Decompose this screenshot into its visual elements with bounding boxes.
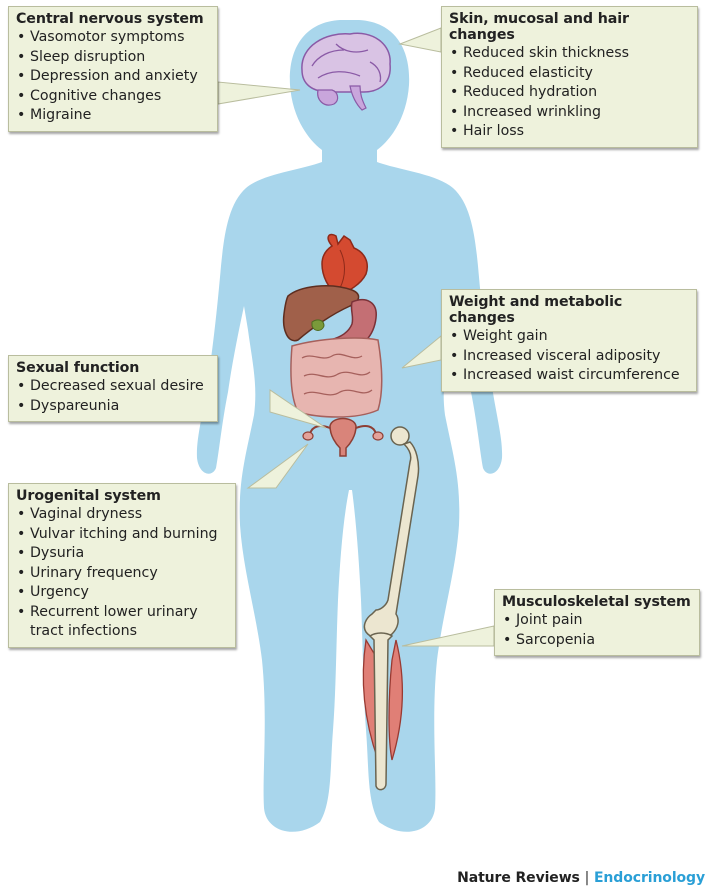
sexual-item: Decreased sexual desire [16, 377, 209, 397]
urogenital-item: Urinary frequency [16, 564, 227, 584]
cns-item: Cognitive changes [16, 87, 209, 107]
tibia-bone [368, 632, 394, 791]
intestines [290, 337, 383, 418]
journal-credit: Nature Reviews | Endocrinology [457, 870, 705, 886]
skin-item: Reduced skin thickness [449, 44, 689, 64]
heart [321, 233, 368, 297]
cns-item: Vasomotor symptoms [16, 28, 209, 48]
weight-item: Increased visceral adiposity [449, 347, 688, 367]
sexual-item: Dyspareunia [16, 397, 209, 417]
musculoskeletal-item: Joint pain [502, 611, 691, 631]
skin-item: Hair loss [449, 122, 689, 142]
musculoskeletal-box: Musculoskeletal system Joint pain Sarcop… [494, 589, 700, 656]
cns-item: Sleep disruption [16, 48, 209, 68]
credit-separator: | [584, 870, 590, 886]
musculoskeletal-item: Sarcopenia [502, 631, 691, 651]
liver [282, 285, 360, 342]
skin-box: Skin, mucosal and hair changes Reduced s… [441, 6, 698, 148]
cns-item: Depression and anxiety [16, 67, 209, 87]
skin-title: Skin, mucosal and hair changes [449, 11, 629, 43]
sexual-box: Sexual function Decreased sexual desire … [8, 355, 218, 422]
brain [301, 32, 391, 111]
skin-item: Reduced hydration [449, 83, 689, 103]
urogenital-title: Urogenital system [16, 488, 161, 504]
uterus [302, 417, 384, 457]
publisher-name: Nature Reviews [457, 870, 580, 886]
urogenital-item: Vaginal dryness [16, 505, 227, 525]
urogenital-box: Urogenital system Vaginal dryness Vulvar… [8, 483, 236, 648]
urogenital-item: Dysuria [16, 544, 227, 564]
journal-name: Endocrinology [593, 870, 705, 886]
femur-bone [363, 426, 420, 639]
cns-box: Central nervous system Vasomotor symptom… [8, 6, 218, 132]
skin-item: Increased wrinkling [449, 103, 689, 123]
urogenital-item: Urgency [16, 583, 227, 603]
sexual-title: Sexual function [16, 360, 140, 376]
urogenital-item: Vulvar itching and burning [16, 525, 227, 545]
cns-item: Migraine [16, 106, 209, 126]
weight-item: Increased waist circumference [449, 366, 688, 386]
weight-box: Weight and metabolic changes Weight gain… [441, 289, 697, 392]
skin-item: Reduced elasticity [449, 64, 689, 84]
weight-item: Weight gain [449, 327, 688, 347]
urogenital-item: Recurrent lower urinary [16, 603, 227, 623]
cns-title: Central nervous system [16, 11, 204, 27]
urogenital-item-continuation: tract infections [30, 623, 137, 639]
callout-pointers [217, 27, 495, 647]
musculoskeletal-title: Musculoskeletal system [502, 594, 691, 610]
weight-title: Weight and metabolic changes [449, 294, 623, 326]
